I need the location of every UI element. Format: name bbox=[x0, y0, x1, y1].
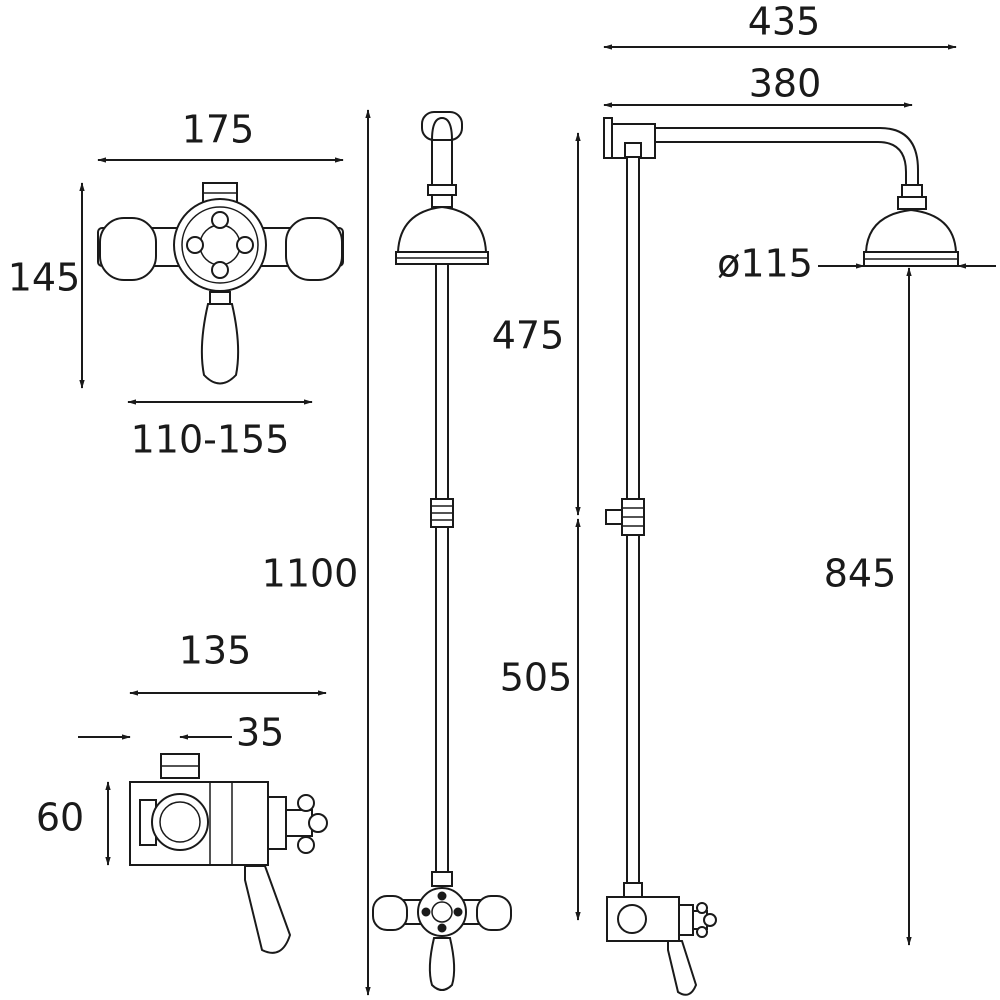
dim-side-depth-label: 135 bbox=[179, 629, 252, 673]
dim-side-depth: 135 bbox=[129, 629, 327, 696]
dim-valve-width: 175 bbox=[97, 108, 344, 163]
dim-riser-upper: 475 bbox=[492, 132, 581, 516]
dim-arm-projection-label: 380 bbox=[749, 62, 822, 106]
dim-side-height-label: 60 bbox=[36, 796, 84, 840]
dim-valve-height-label: 145 bbox=[8, 256, 81, 300]
dim-side-offset-label: 35 bbox=[236, 711, 284, 755]
dim-head-diameter-label: ø115 bbox=[717, 242, 813, 286]
dim-head-diameter: ø115 bbox=[717, 242, 996, 286]
dim-riser-lower: 505 bbox=[500, 518, 581, 921]
dim-overall-projection: 435 bbox=[603, 0, 957, 50]
dim-riser-lower-label: 505 bbox=[500, 656, 573, 700]
shower-front-view bbox=[372, 111, 512, 991]
dim-valve-centres: 110-155 bbox=[127, 399, 313, 462]
dim-valve-width-label: 175 bbox=[182, 108, 255, 152]
valve-side-view bbox=[129, 753, 328, 954]
dim-arm-projection: 380 bbox=[603, 62, 913, 108]
dim-valve-centres-label: 110-155 bbox=[131, 418, 290, 462]
dim-overall-height-label: 1100 bbox=[262, 552, 359, 596]
shower-side-view bbox=[603, 117, 959, 996]
dim-valve-height: 145 bbox=[8, 182, 85, 389]
dim-side-offset: 35 bbox=[78, 711, 284, 755]
dim-head-height-label: 845 bbox=[824, 552, 897, 596]
dim-overall-height: 1100 bbox=[262, 109, 371, 996]
dim-head-height: 845 bbox=[824, 267, 912, 946]
valve-front-view bbox=[97, 182, 344, 385]
dim-overall-projection-label: 435 bbox=[748, 0, 821, 44]
dim-side-height: 60 bbox=[36, 781, 111, 866]
dim-riser-upper-label: 475 bbox=[492, 314, 565, 358]
